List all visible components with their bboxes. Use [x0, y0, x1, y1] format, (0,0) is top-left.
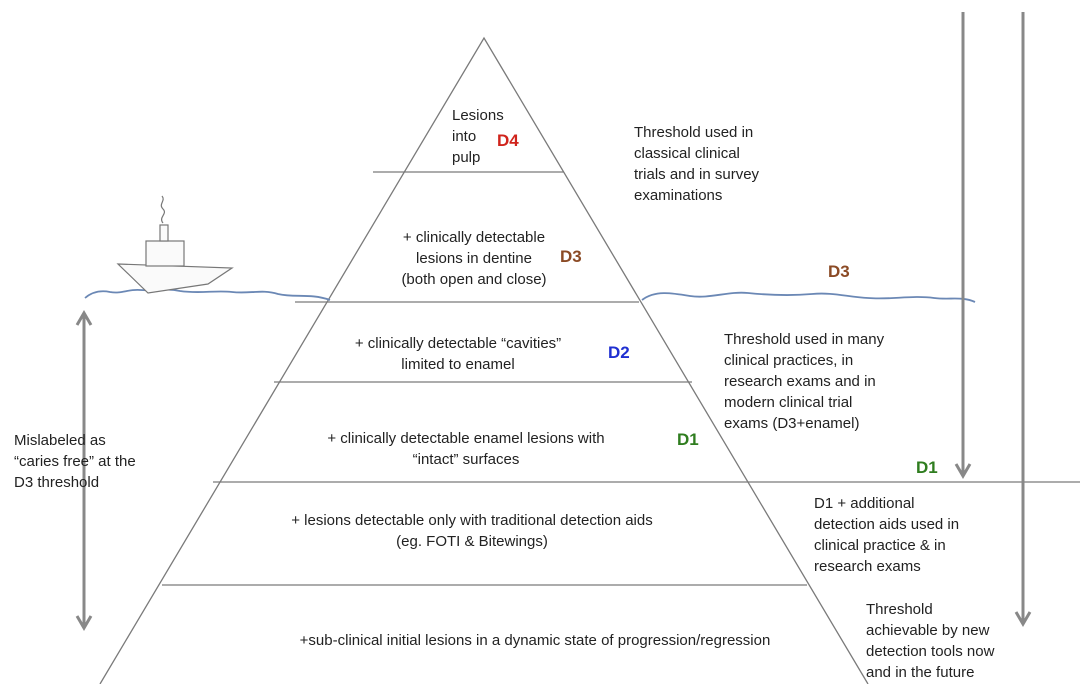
tier-subclinical-text: +sub-clinical initial lesions in a dynam… — [299, 632, 771, 649]
pyramid-outline — [99, 36, 869, 684]
right-note-d4: Threshold used in classical clinical tri… — [634, 124, 760, 204]
waterline-label: D3 — [828, 262, 850, 281]
tier-d2-text: + clinically detectable “cavities” limit… — [354, 335, 562, 373]
left-range-arrow — [75, 310, 93, 631]
right-note-d3-enamel: Threshold used in many clinical practice… — [724, 331, 885, 432]
right-note-d1-aids: D1 + additional detection aids used in c… — [814, 495, 960, 575]
d1-line-label: D1 — [916, 458, 938, 477]
badge-d1: D1 — [677, 430, 699, 449]
tier-d3-text: + clinically detectable lesions in denti… — [401, 229, 547, 288]
boat-icon — [116, 195, 234, 294]
right-arrow-future — [1014, 12, 1032, 627]
tier-d1-text: + clinically detectable enamel lesions w… — [327, 430, 605, 468]
badge-d3: D3 — [560, 247, 582, 266]
right-arrow-d1 — [954, 12, 972, 479]
tier-aids-text: + lesions detectable only with tradition… — [291, 512, 653, 550]
badge-d2: D2 — [608, 343, 630, 362]
left-note: Mislabeled as “caries free” at the D3 th… — [14, 432, 136, 491]
tier-d4-text: Lesions into pulp — [452, 107, 504, 166]
badge-d4: D4 — [497, 131, 519, 150]
water-line-right — [641, 291, 976, 303]
right-note-future: Threshold achievable by new detection to… — [866, 601, 995, 681]
water-line-left — [84, 288, 331, 301]
